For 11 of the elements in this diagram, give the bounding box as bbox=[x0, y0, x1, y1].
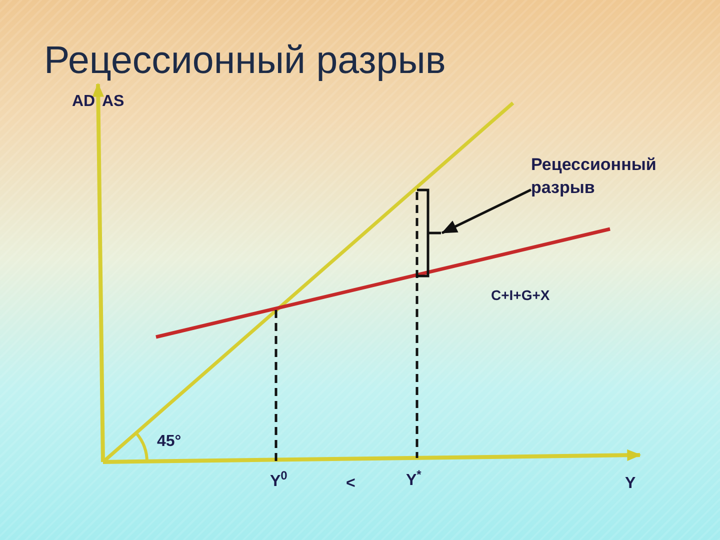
gap-bracket bbox=[416, 188, 442, 278]
leader-arrow bbox=[441, 188, 532, 234]
axis-label: AD AS bbox=[72, 93, 124, 112]
angle-label: 45° bbox=[157, 433, 182, 452]
axis-label: Y bbox=[625, 475, 636, 494]
axis-tick-label: Y$^{0}$ bbox=[270, 473, 288, 492]
comparison-sign: < bbox=[346, 475, 356, 494]
axis-tick-label: Y$^{*}$ bbox=[406, 472, 422, 490]
title: Рецессионный разрыв bbox=[44, 40, 446, 82]
line-label: C+I+G+X bbox=[491, 287, 550, 304]
callout-label: Рецессионный разрыв bbox=[531, 154, 681, 200]
